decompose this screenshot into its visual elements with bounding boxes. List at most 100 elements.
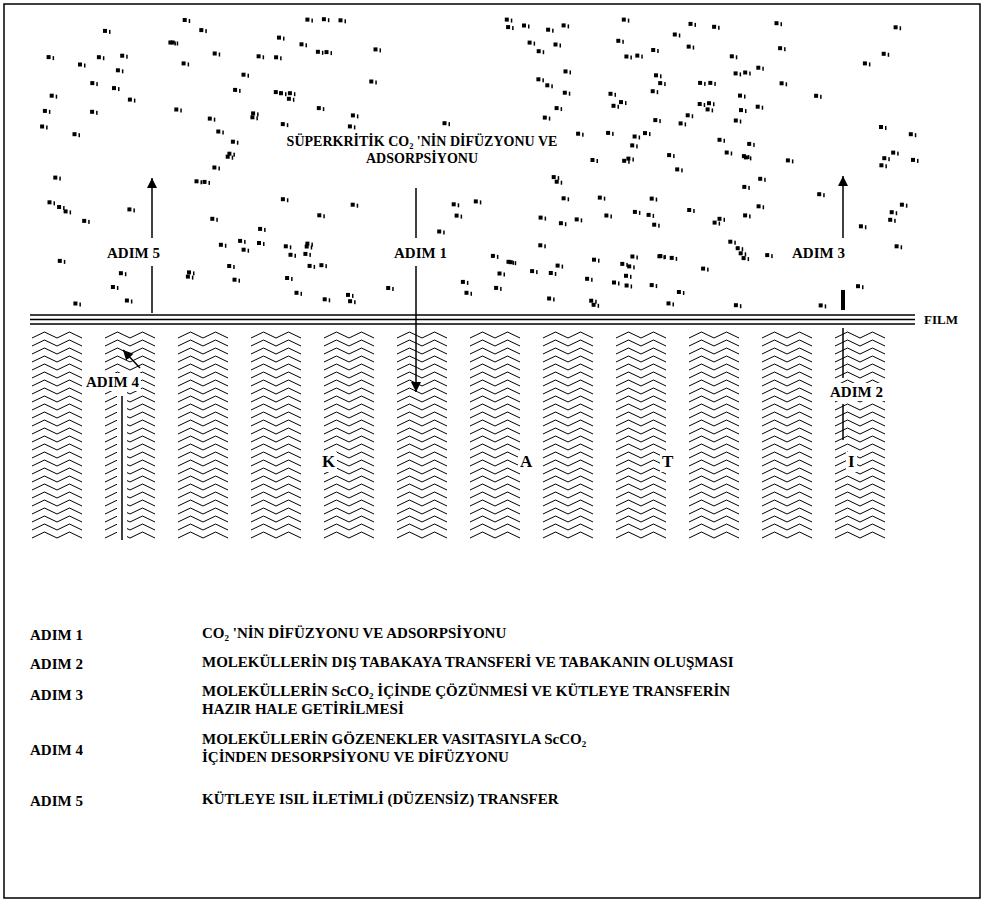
molecule-bar: [664, 82, 666, 86]
catalyst-letter: K: [320, 452, 337, 472]
molecule-bar: [750, 156, 752, 160]
molecule-dot: [238, 239, 242, 243]
molecule-bar: [239, 89, 241, 93]
molecule-dot: [622, 18, 626, 22]
molecule-bar: [201, 180, 203, 184]
molecule-bar: [659, 119, 661, 123]
molecule-bar: [96, 111, 98, 115]
molecule-dot: [888, 218, 892, 222]
step-arrow: [123, 350, 140, 368]
molecule: [183, 18, 191, 23]
molecule: [174, 108, 182, 113]
molecule-bar: [591, 278, 593, 282]
molecule: [879, 163, 887, 168]
molecule-dot: [505, 18, 509, 22]
molecule-dot: [319, 263, 323, 267]
molecule-dot: [227, 264, 231, 268]
molecule-dot: [90, 81, 94, 85]
molecule-dot: [786, 158, 790, 162]
molecule-dot: [316, 50, 320, 54]
molecule: [242, 73, 250, 78]
molecule-bar: [649, 132, 651, 136]
molecule: [667, 153, 675, 158]
molecule-dot: [706, 107, 710, 111]
molecule-bar: [233, 265, 235, 269]
molecule-dot: [895, 244, 899, 248]
molecule-bar: [309, 253, 311, 257]
molecule: [443, 121, 451, 126]
molecule-bar: [625, 101, 627, 105]
molecule: [465, 291, 473, 296]
molecule: [612, 281, 620, 286]
molecule-bar: [704, 103, 706, 107]
molecule-bar: [781, 22, 783, 26]
molecule: [555, 180, 563, 185]
molecule-dot: [111, 285, 115, 289]
molecule-bar: [205, 29, 207, 33]
molecule-dot: [589, 299, 593, 303]
molecule-dot: [756, 66, 760, 70]
molecule-dot: [437, 230, 441, 234]
molecule-dot: [64, 209, 68, 213]
molecule-bar: [180, 109, 182, 113]
molecule-bar: [189, 19, 191, 23]
molecule: [274, 90, 282, 95]
molecule-dot: [325, 50, 329, 54]
molecule-dot: [183, 18, 187, 22]
molecule-bar: [626, 263, 628, 267]
molecule: [757, 204, 765, 209]
molecule: [111, 285, 119, 290]
molecule: [635, 54, 643, 59]
molecule: [374, 47, 382, 52]
molecule-bar: [558, 176, 560, 180]
molecule: [546, 28, 554, 33]
molecule-dot: [900, 203, 904, 207]
molecule-bar: [287, 123, 289, 127]
molecule: [756, 66, 764, 71]
molecule-bar: [630, 275, 632, 279]
step-arrow: [841, 290, 845, 310]
molecule-bar: [131, 300, 133, 304]
molecule-bar: [749, 214, 751, 218]
step-number: ADIM 3: [28, 686, 85, 704]
molecule: [308, 264, 316, 269]
molecule: [284, 244, 292, 249]
molecule-bar: [214, 118, 216, 122]
molecule-dot: [911, 158, 915, 162]
molecule-bar: [511, 19, 513, 23]
molecule: [288, 91, 296, 96]
molecule-bar: [84, 64, 86, 68]
molecule: [103, 29, 111, 34]
molecule-dot: [563, 91, 567, 95]
molecule: [736, 246, 744, 251]
molecule-bar: [581, 218, 583, 222]
molecule: [706, 107, 714, 112]
molecule-bar: [117, 286, 119, 290]
molecule-dot: [536, 77, 540, 81]
molecule-bar: [740, 120, 742, 124]
molecule-bar: [740, 72, 742, 76]
molecule: [507, 260, 515, 265]
molecule-dot: [226, 155, 230, 159]
molecule: [128, 98, 135, 103]
molecule-bar: [865, 225, 867, 229]
molecule-dot: [651, 48, 655, 52]
molecule: [348, 124, 356, 129]
molecule-dot: [643, 131, 647, 135]
molecule: [778, 46, 786, 51]
catalyst-column: [470, 332, 520, 538]
molecule-dot: [673, 33, 677, 37]
molecule: [120, 54, 128, 59]
molecule: [624, 274, 632, 279]
catalyst-column: [32, 332, 82, 538]
molecule-bar: [357, 204, 359, 208]
molecule: [687, 45, 695, 50]
molecule-dot: [57, 205, 61, 209]
molecule: [498, 272, 506, 277]
molecule-dot: [652, 223, 656, 227]
molecule-bar: [497, 255, 499, 259]
molecule: [734, 71, 742, 76]
molecule-bar: [685, 122, 687, 126]
molecule-bar: [233, 153, 235, 157]
molecule-dot: [168, 41, 172, 45]
